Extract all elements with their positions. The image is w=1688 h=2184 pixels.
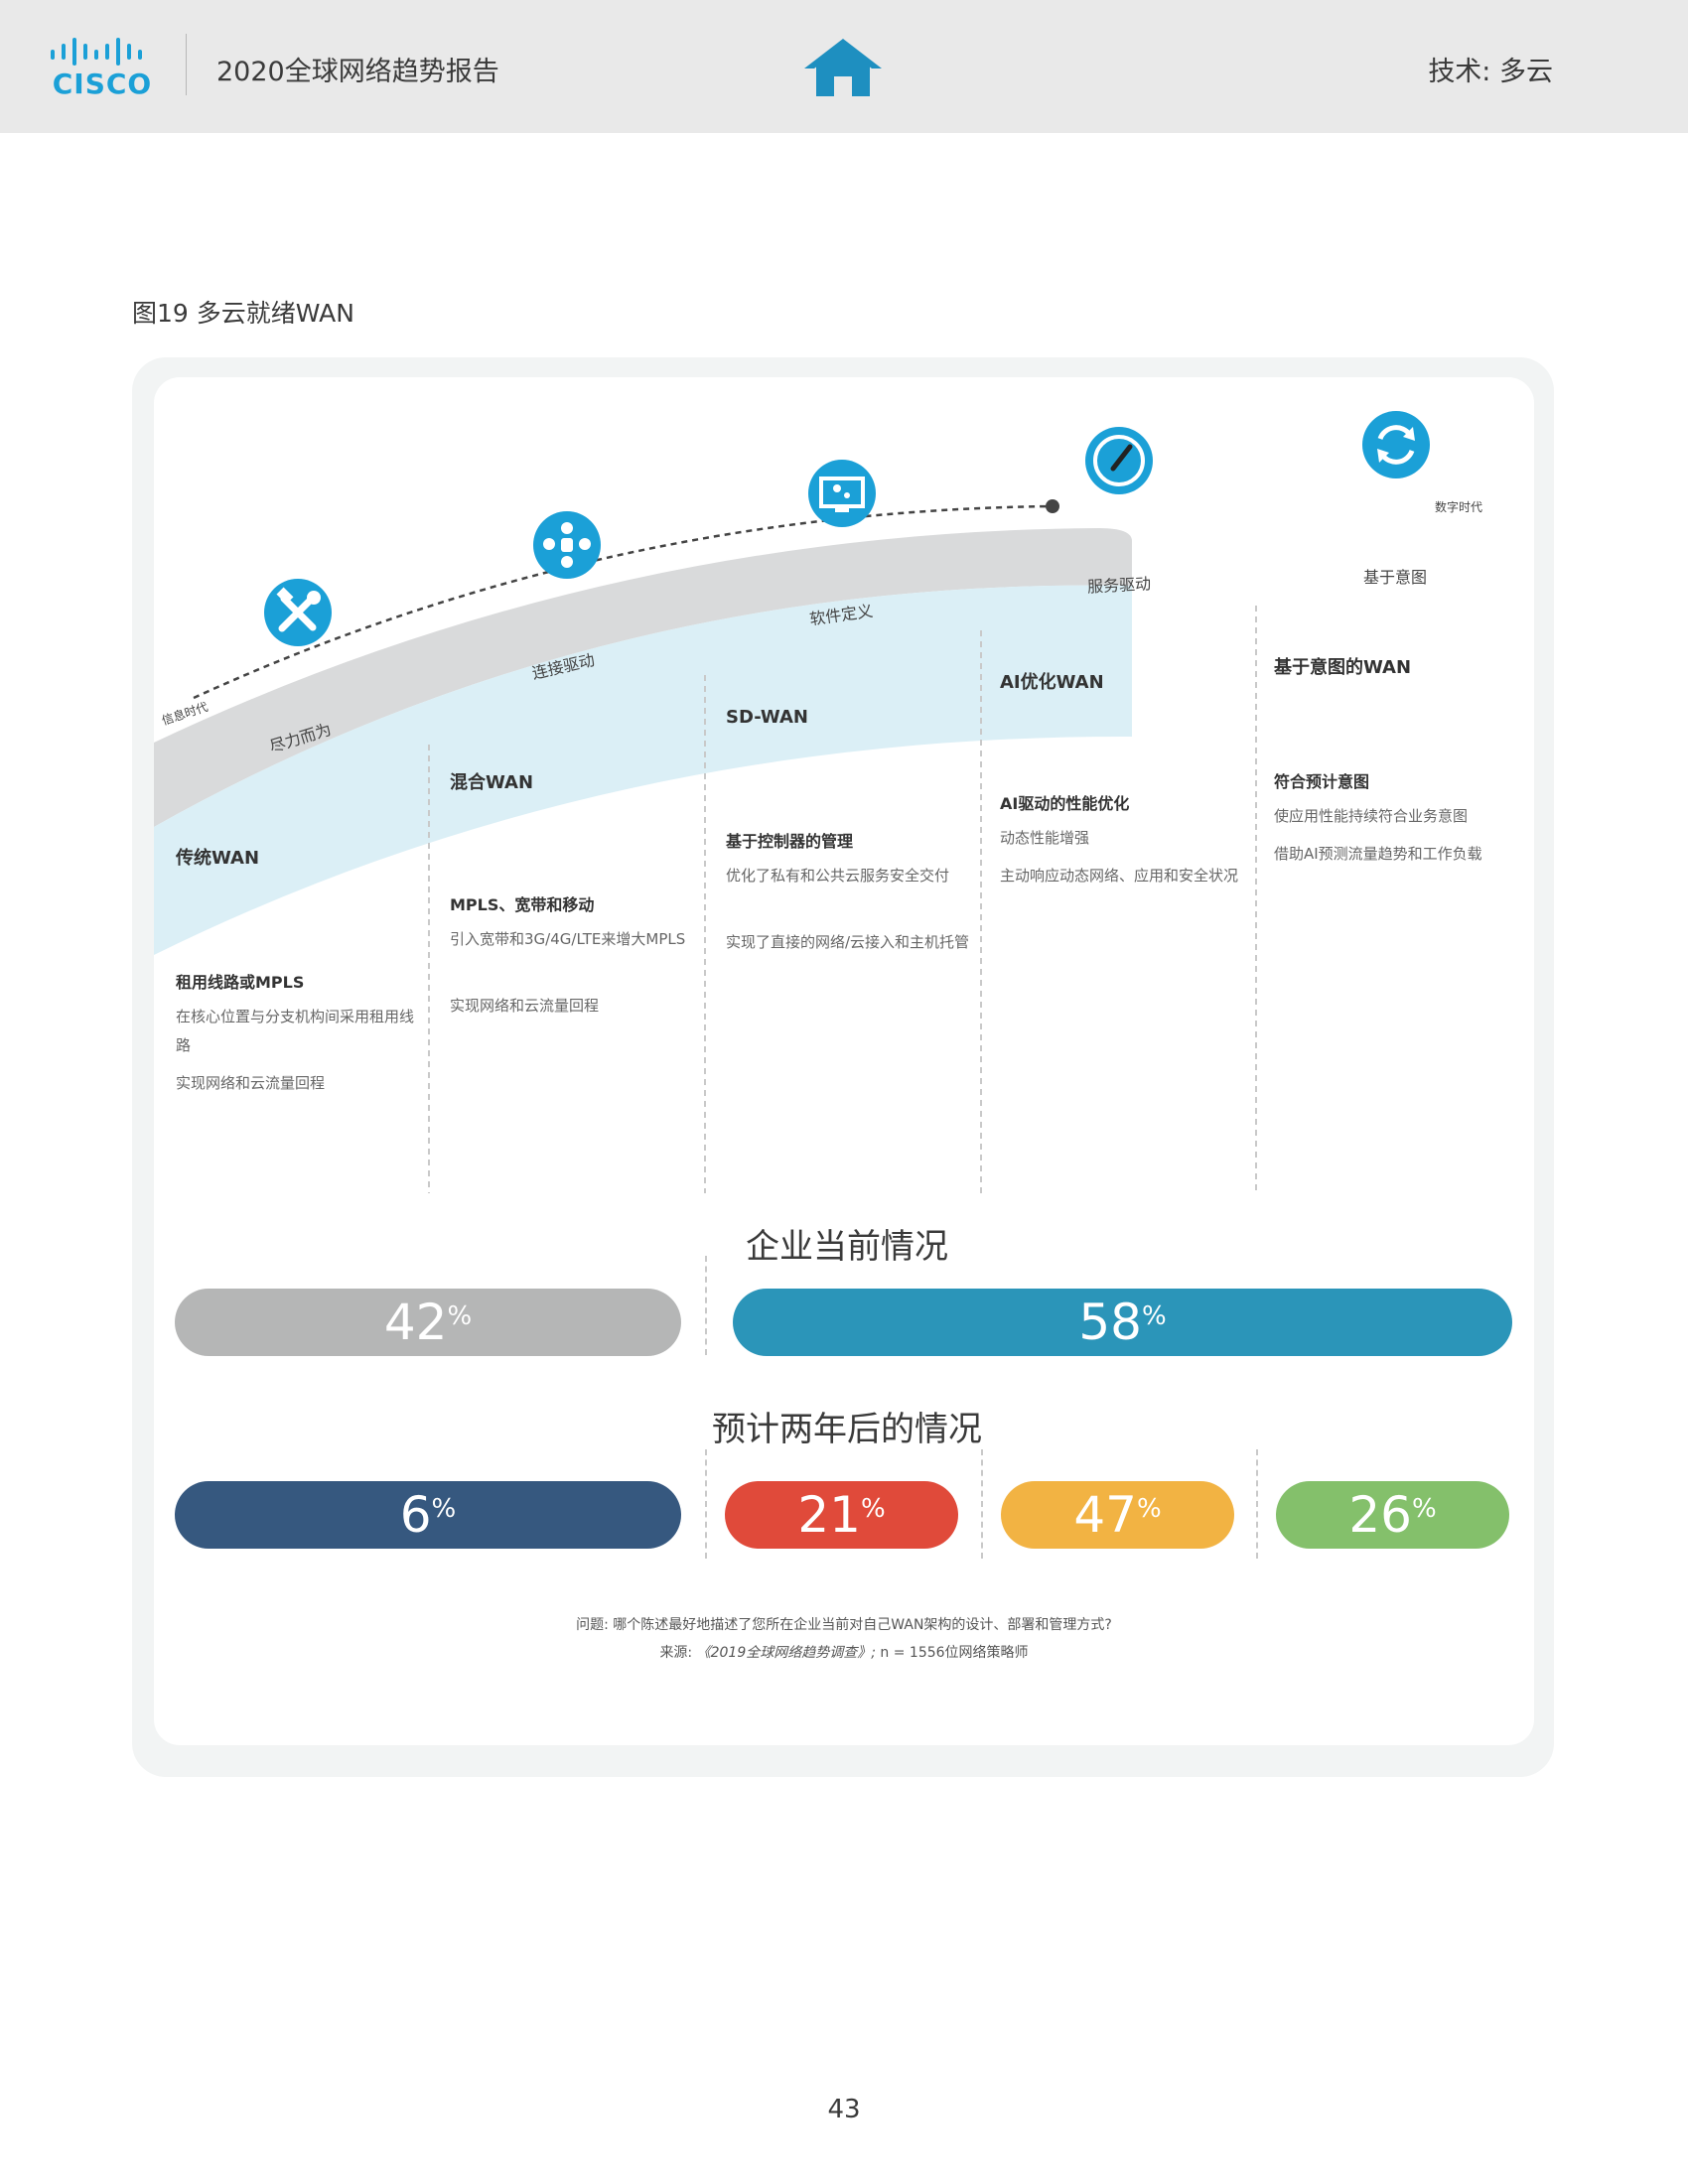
survey-source: 来源: 《2019全球网络趋势调查》; n = 1556位网络策略师 bbox=[154, 1642, 1534, 1662]
column-text: 优化了私有和公共云服务安全交付 bbox=[726, 867, 950, 885]
column-text: 实现网络和云流量回程 bbox=[450, 997, 600, 1015]
column-heading: 基于控制器的管理 bbox=[726, 832, 854, 851]
future-divider bbox=[705, 1449, 707, 1559]
survey-question: 问题: 哪个陈述最好地描述了您所在企业当前对自己WAN架构的设计、部署和管理方式… bbox=[576, 1617, 1112, 1633]
bar-value: 26 bbox=[1348, 1486, 1412, 1544]
column-heading: 租用线路或MPLS bbox=[176, 973, 305, 992]
wan-label-traditional: 传统WAN bbox=[176, 848, 260, 869]
gauge-icon bbox=[1085, 427, 1153, 494]
column-text: 动态性能增强 bbox=[1000, 829, 1090, 847]
column-text: 实现了直接的网络/云接入和主机托管 bbox=[726, 933, 970, 951]
bar-unit: % bbox=[431, 1494, 457, 1524]
bar-value: 47 bbox=[1073, 1486, 1137, 1544]
bar-unit: % bbox=[1141, 1301, 1167, 1331]
source-sample: n = 1556位网络策略师 bbox=[880, 1645, 1029, 1661]
bar-unit: % bbox=[447, 1301, 473, 1331]
column-text: 借助AI预测流量趋势和工作负载 bbox=[1274, 845, 1482, 863]
column-text: 使应用性能持续符合业务意图 bbox=[1274, 807, 1469, 825]
future-bar-26: 26% bbox=[1276, 1481, 1509, 1549]
stage-label-intent-based: 基于意图 bbox=[1363, 568, 1428, 587]
report-title: 2020全球网络趋势报告 bbox=[216, 57, 499, 87]
cisco-bars-icon bbox=[51, 38, 142, 66]
column-text: 实现网络和云流量回程 bbox=[176, 1074, 326, 1092]
current-divider bbox=[705, 1256, 707, 1355]
bar-value: 42 bbox=[383, 1294, 448, 1351]
bar-unit: % bbox=[1136, 1494, 1162, 1524]
future-bar-47: 47% bbox=[1001, 1481, 1234, 1549]
column-heading: 符合预计意图 bbox=[1274, 772, 1370, 791]
tools-icon bbox=[264, 579, 332, 646]
bar-value: 21 bbox=[797, 1486, 861, 1544]
bar-value: 6 bbox=[399, 1486, 432, 1544]
bar-unit: % bbox=[860, 1494, 886, 1524]
future-bar-21: 21% bbox=[725, 1481, 958, 1549]
column-heading: MPLS、宽带和移动 bbox=[450, 895, 595, 914]
page-header: CISCO 2020全球网络趋势报告 技术: 多云 bbox=[0, 0, 1688, 133]
network-people-icon bbox=[533, 511, 601, 579]
column-text: 主动响应动态网络、应用和安全状况 bbox=[1000, 867, 1239, 885]
blue-band bbox=[154, 585, 1132, 955]
gray-band bbox=[154, 528, 1132, 827]
section-label: 技术: 多云 bbox=[1428, 57, 1553, 87]
column-text: 引入宽带和3G/4G/LTE来增大MPLS bbox=[450, 930, 686, 948]
figure-card: 信息时代 数字时代 尽力而为 连接驱动 软件定义 服务驱动 基于意图 传统WAN… bbox=[154, 377, 1534, 1745]
page-number: 43 bbox=[827, 2095, 861, 2124]
wan-label-sdwan: SD-WAN bbox=[726, 707, 808, 728]
refresh-cycle-icon bbox=[1362, 411, 1430, 478]
era-end-label: 数字时代 bbox=[1435, 500, 1483, 514]
bar-value: 58 bbox=[1078, 1294, 1142, 1351]
timeline-end-dot bbox=[1046, 499, 1059, 513]
monitor-gear-icon bbox=[808, 460, 876, 527]
source-prefix: 来源: bbox=[659, 1645, 693, 1661]
current-bar-58: 58% bbox=[733, 1289, 1512, 1356]
column-text: 在核心位置与分支机构间采用租用线路 bbox=[176, 1008, 415, 1054]
bar-unit: % bbox=[1411, 1494, 1437, 1524]
wan-evolution-diagram bbox=[154, 411, 1430, 1193]
column-heading: AI驱动的性能优化 bbox=[1000, 794, 1130, 813]
figure-title: 图19 多云就绪WAN bbox=[132, 299, 354, 328]
future-divider bbox=[981, 1449, 983, 1559]
timeline-path bbox=[193, 504, 1054, 700]
future-title: 预计两年后的情况 bbox=[712, 1410, 982, 1449]
current-title: 企业当前情况 bbox=[746, 1227, 948, 1267]
home-icon[interactable] bbox=[802, 37, 884, 98]
cisco-logo[interactable]: CISCO bbox=[48, 38, 157, 100]
wan-label-ai: AI优化WAN bbox=[1000, 672, 1104, 693]
source-title: 《2019全球网络趋势调查》; bbox=[696, 1645, 876, 1661]
wan-label-hybrid: 混合WAN bbox=[450, 772, 534, 793]
header-divider bbox=[186, 34, 187, 95]
future-divider bbox=[1256, 1449, 1258, 1559]
current-bar-42: 42% bbox=[175, 1289, 681, 1356]
future-bar-6: 6% bbox=[175, 1481, 681, 1549]
wan-label-intent: 基于意图的WAN bbox=[1274, 657, 1412, 678]
stage-label-service-driven: 服务驱动 bbox=[1086, 574, 1152, 597]
logo-wordmark: CISCO bbox=[52, 68, 153, 100]
